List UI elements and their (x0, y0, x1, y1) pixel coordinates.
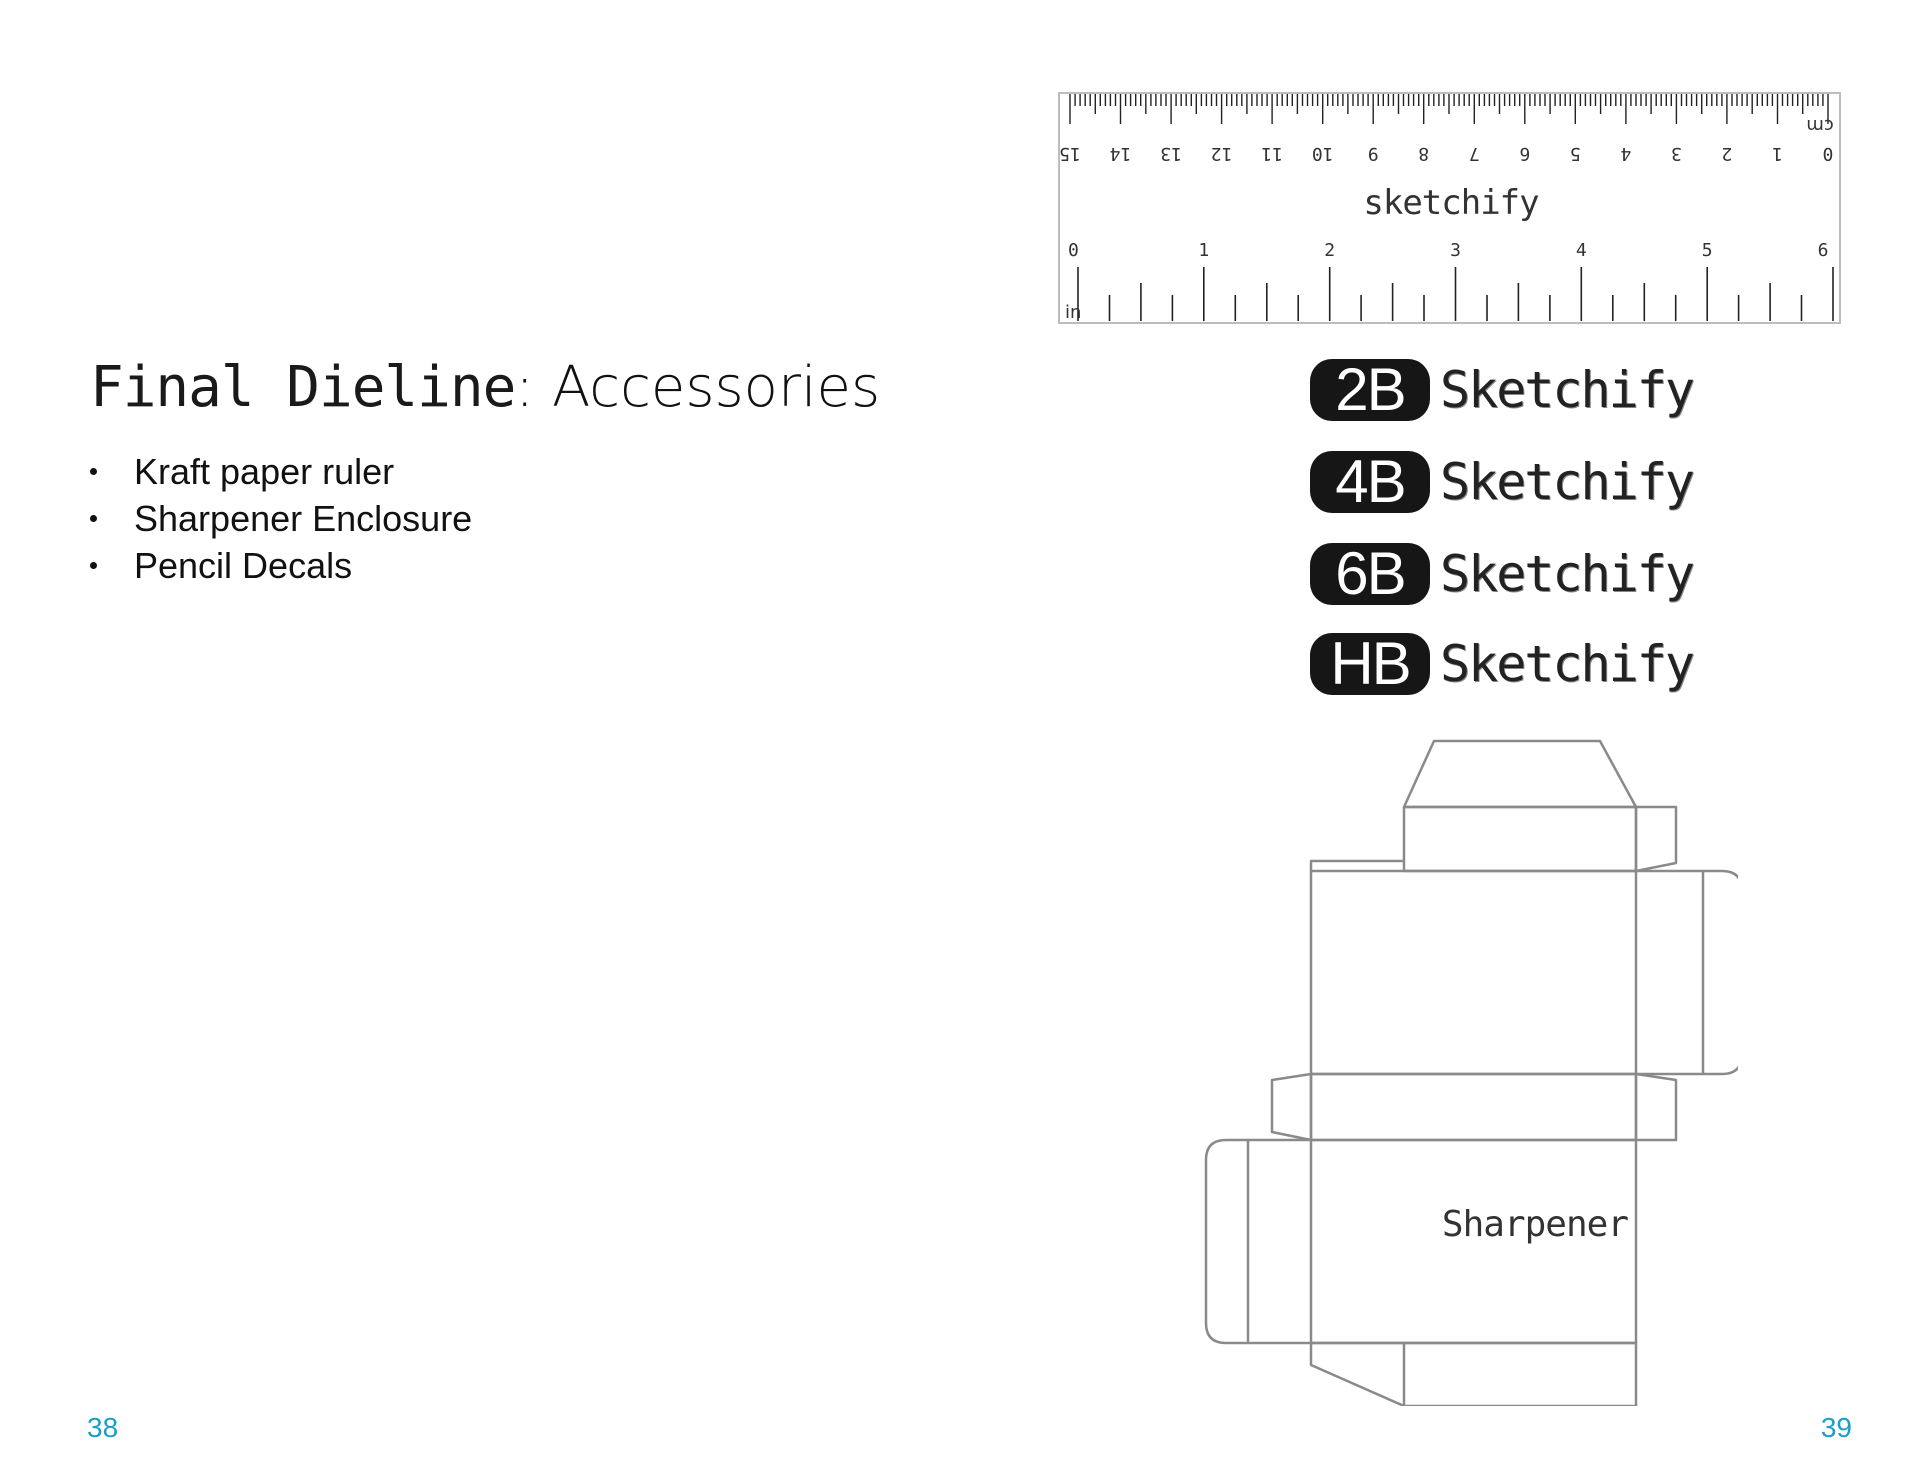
cm-number: 5 (1570, 143, 1581, 164)
bullet-dot (90, 562, 97, 569)
cm-unit-label: cm (1806, 115, 1833, 136)
cm-number: 2 (1721, 143, 1732, 164)
front-panel (1309, 869, 1638, 1076)
title-colon: : (515, 355, 535, 420)
top-tuck-flap (1402, 739, 1638, 809)
grade-badge: 4B (1310, 451, 1430, 513)
middle-left-dust-flap (1270, 1072, 1313, 1142)
cm-number: 1 (1772, 143, 1783, 164)
cm-number: 14 (1110, 143, 1132, 164)
cm-number: 12 (1211, 143, 1233, 164)
bottom-panel (1309, 1341, 1638, 1406)
decal-brand: Sketchify (1440, 635, 1695, 693)
cm-number: 9 (1368, 143, 1379, 164)
cm-number: 3 (1671, 143, 1682, 164)
middle-strip (1309, 1072, 1638, 1142)
left-side-flap (1204, 1138, 1311, 1345)
inch-number: 5 (1702, 240, 1713, 261)
inch-number: 3 (1450, 240, 1461, 261)
grade-badge: 6B (1310, 543, 1430, 605)
cm-number: 0 (1823, 143, 1834, 164)
cm-number: 10 (1312, 143, 1334, 164)
right-side-flap (1636, 869, 1738, 1076)
inch-number: 6 (1818, 240, 1829, 261)
cm-number: 15 (1059, 143, 1081, 164)
pencil-decal: 4B Sketchify (1310, 449, 1695, 515)
sharpener-dieline: Sharpener (1204, 739, 1738, 1406)
title-rest-part: Accessories (534, 355, 881, 420)
sharpener-label: Sharpener (1442, 1204, 1628, 1245)
inch-number: 1 (1198, 240, 1209, 261)
ruler-brand: sketchify (1363, 183, 1539, 223)
top-panel (1402, 805, 1638, 873)
decal-brand: Sketchify (1440, 361, 1695, 419)
accessories-list: Kraft paper ruler Sharpener Enclosure Pe… (90, 448, 472, 589)
bullet-dot (90, 515, 97, 522)
inch-number: 4 (1576, 240, 1587, 261)
grade-badge: 2B (1310, 359, 1430, 421)
page-number-left: 38 (87, 1412, 119, 1443)
cm-number: 4 (1620, 143, 1631, 164)
page-number-right: 39 (1820, 1412, 1852, 1443)
decal-brand: Sketchify (1440, 453, 1695, 511)
middle-right-dust-flap (1634, 1072, 1678, 1142)
cm-number: 11 (1261, 143, 1283, 164)
cm-number: 7 (1469, 143, 1480, 164)
pencil-decal: 2B Sketchify (1310, 357, 1695, 423)
top-left-glue-strip (1309, 859, 1404, 871)
list-item: Pencil Decals (90, 542, 472, 589)
cm-number: 8 (1418, 143, 1429, 164)
cm-number: 6 (1519, 143, 1530, 164)
inch-labels: 0 1 2 3 4 5 6 (1068, 240, 1828, 261)
inch-number: 0 (1068, 240, 1079, 261)
grade-badge: HB (1310, 633, 1430, 695)
page-title: Final Dieline: Accessories (90, 352, 880, 416)
top-right-dust-flap (1634, 805, 1678, 873)
inch-number: 2 (1324, 240, 1335, 261)
cm-number: 13 (1160, 143, 1182, 164)
bullet-dot (90, 468, 97, 475)
list-item: Kraft paper ruler (90, 448, 472, 495)
inch-unit-label: in (1065, 302, 1081, 323)
inch-ticks (1077, 267, 1834, 321)
list-item: Sharpener Enclosure (90, 495, 472, 542)
pencil-decal: HB Sketchify (1310, 631, 1695, 697)
ruler-outline (1058, 92, 1841, 324)
pencil-decal: 6B Sketchify (1310, 541, 1695, 607)
list-item-text: Sharpener Enclosure (134, 498, 473, 539)
cm-ticks (1069, 94, 1829, 124)
list-item-text: Kraft paper ruler (134, 451, 395, 492)
decal-brand: Sketchify (1440, 545, 1695, 603)
list-item-text: Pencil Decals (134, 545, 353, 586)
title-hand-part: Final Dieline (90, 355, 516, 420)
